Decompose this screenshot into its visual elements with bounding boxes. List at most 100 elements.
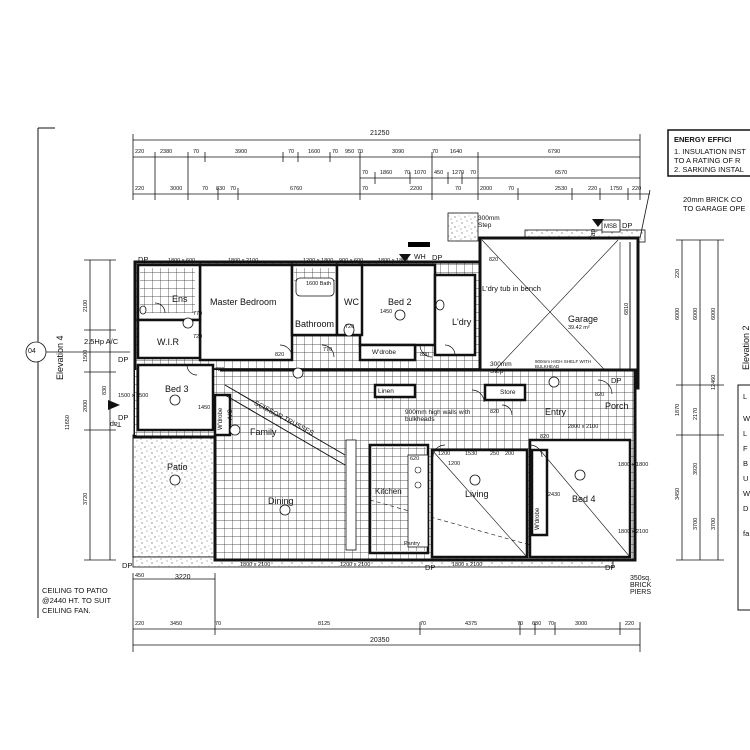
row3-dim-2: 3000 [170, 186, 183, 192]
legend-letter-8: D [743, 504, 749, 513]
legend-letter-1: L [743, 392, 748, 401]
door-size-11: 1450 [380, 309, 393, 315]
step-note-mid: 300mm Step [490, 361, 512, 375]
elevation-2-label: Elevation 2 [741, 325, 750, 370]
door-size-12: 820 [595, 392, 605, 398]
row3-dim-7: 70 [362, 186, 369, 192]
high-walls-note: 900mm high walls with bulkheads [405, 409, 471, 423]
top-dim-3: 70 [193, 149, 200, 155]
door-size-4: 770 [323, 347, 333, 353]
ceiling-note-3: CEILING FAN. [42, 606, 91, 615]
dp-label-1: DP [138, 255, 149, 264]
door-size-7: 820 [489, 257, 499, 263]
door-size-6: 720 [345, 324, 355, 330]
bed4-label: Bed 4 [572, 494, 596, 504]
tap-label-left: Tap [110, 420, 122, 427]
window-size-2: 1800 x 2100 [228, 258, 259, 264]
left-dim-2: 1500 [83, 349, 89, 362]
dining-label: Dining [268, 496, 294, 506]
door-size-9: 720 [215, 367, 225, 373]
door-size-3: 820 [275, 352, 285, 358]
ceiling-light-symbols [169, 309, 586, 516]
dp-label-9: DP [611, 376, 622, 385]
entry-label: Entry [545, 407, 567, 417]
legend-box [737, 384, 750, 611]
mid-dim-7: 70 [470, 170, 477, 176]
msb-label: MSB [604, 224, 618, 230]
elevation-4-label: Elevation 4 [55, 335, 65, 380]
bottom-dim-11: 220 [625, 621, 635, 627]
left-dimension-lines [84, 259, 116, 561]
bottom-dim-2: 3450 [170, 621, 183, 627]
bottom-dim-8: 630 [532, 621, 542, 627]
energy-line-3: 2. SARKING INSTAL [674, 165, 744, 174]
ceiling-note-2: @2440 HT. TO SUIT [42, 596, 112, 605]
window-size-5: 900 x 600 [339, 258, 364, 264]
legend-letter-9: fa [743, 529, 750, 538]
ac-wall-label: A/C [227, 409, 234, 420]
living-dim-5: 1200 [448, 461, 461, 467]
left-small-dim: 830 [102, 385, 108, 395]
bed2-label: Bed 2 [388, 297, 412, 307]
door-size-13: 820 [490, 409, 500, 415]
dp-label-3: DP [118, 413, 129, 422]
mid-dim-2: 1860 [380, 170, 393, 176]
top-dim-12: 1640 [450, 149, 463, 155]
dp-label-6: DP [605, 563, 616, 572]
window-size-13: 2800 x 2100 [568, 424, 599, 430]
mid-dim-3: 70 [404, 170, 411, 176]
top-ticks [132, 134, 641, 200]
mid-dim-overall: 6570 [555, 170, 568, 176]
door-size-5: 820 [420, 352, 430, 358]
pantry-label: Pantry [404, 541, 420, 547]
living-dim-1: 1200 [438, 451, 451, 457]
row3-dim-10: 2000 [480, 186, 493, 192]
dp-label-5: DP [425, 563, 436, 572]
bottom-dim-3: 70 [215, 621, 222, 627]
water-heater-label: WH [414, 254, 426, 261]
top-dim-10: 3090 [392, 149, 405, 155]
row3-dim-14: 1750 [610, 186, 623, 192]
door-size-2: 720 [193, 334, 203, 340]
ensuite-label: Ens [172, 294, 188, 304]
right-dim-6: 2170 [693, 407, 699, 420]
row3-dim-1: 220 [135, 186, 145, 192]
porch-label: Porch [605, 401, 629, 411]
left-overall-dim: 11650 [65, 415, 71, 430]
top-dim-1: 220 [135, 149, 145, 155]
legend-letter-4: F [743, 444, 748, 453]
bottom-dim-10: 3000 [575, 621, 588, 627]
row3-dim-5: 70 [230, 186, 237, 192]
tap-label-garage: Tap [590, 228, 597, 240]
window-size-11: 1800 x 1800 [618, 462, 649, 468]
window-size-4: 1600 Bath [306, 281, 332, 287]
wdrobe-bed3-label: W'drobe [218, 407, 224, 430]
elevation-marker-label: 04 [28, 348, 36, 355]
right-dimension-lines [676, 239, 724, 561]
master-bedroom-label: Master Bedroom [210, 297, 277, 307]
top-dim-6: 1600 [308, 149, 321, 155]
row3-dim-3: 70 [202, 186, 209, 192]
living-dim-4: 200 [505, 451, 515, 457]
door-size-15: 620 [410, 456, 420, 462]
row3-dim-4: 830 [216, 186, 226, 192]
bottom-dimension-lines [132, 573, 641, 652]
left-dim-1: 2100 [83, 299, 89, 312]
brick-piers-note: 350sq. BRICK PIERS [630, 575, 652, 596]
garage-area: 39.42 m² [568, 325, 590, 331]
overall-bottom-dim: 20350 [370, 637, 390, 644]
top-dim-5: 70 [288, 149, 295, 155]
linen-label: Linen [378, 388, 394, 395]
mid-dim-4: 1070 [414, 170, 427, 176]
bed3-label: Bed 3 [165, 384, 189, 394]
right-overall-dim: 12460 [711, 374, 717, 390]
right-dim-5: 6000 [693, 307, 699, 320]
dp-label-2: DP [118, 355, 129, 364]
wdrobe-bed2-label: W'drobe [372, 349, 397, 356]
energy-title: ENERGY EFFICI [674, 135, 732, 144]
row3-dim-15: 220 [632, 186, 642, 192]
dp-label-7: DP [432, 253, 443, 262]
window-size-10: 1800 x 2100 [452, 562, 483, 568]
